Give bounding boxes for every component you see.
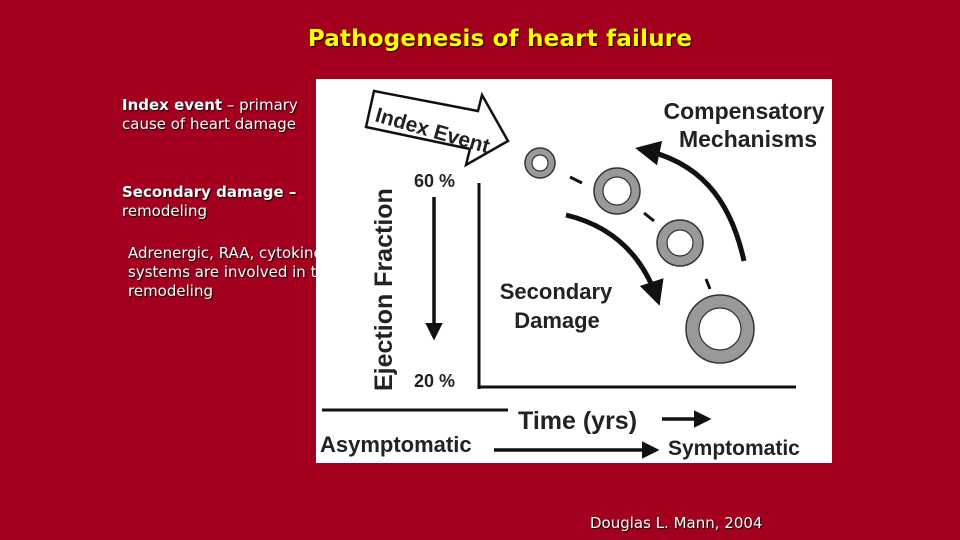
index-event-arrow: Index Event <box>364 89 510 168</box>
index-event-label: Index event <box>122 96 223 114</box>
secondary-damage-label: Secondary damage – <box>122 183 297 201</box>
compensatory-label-2: Mechanisms <box>679 126 817 152</box>
compensatory-arrow <box>635 140 747 262</box>
y-axis-label: Ejection Fraction <box>370 188 398 391</box>
asymptomatic-label: Asymptomatic <box>320 432 472 457</box>
slide-title: Pathogenesis of heart failure <box>307 26 693 52</box>
secondary-damage-text: remodeling <box>122 202 207 220</box>
secondary-damage-arrow <box>565 212 664 306</box>
ef-bottom-label: 20 % <box>414 371 455 391</box>
connector-dash-3 <box>704 278 712 290</box>
secondary-damage-label-2: Damage <box>514 308 600 333</box>
ef-top-label: 60 % <box>414 171 455 191</box>
secondary-damage-note: Secondary damage – remodeling <box>122 183 322 221</box>
ventricle-ring-3 <box>656 219 704 267</box>
index-event-text: – primary cause of heart damage <box>122 96 298 133</box>
credit-text: Douglas L. Mann, 2004 <box>590 514 763 532</box>
ventricle-ring-2 <box>593 167 641 215</box>
connector-dash-1 <box>569 175 583 185</box>
remodeling-systems-note: Adrenergic, RAA, cytokine systems are in… <box>128 244 336 300</box>
heart-failure-diagram: Index Event Compensatory Mechanisms Ejec… <box>316 79 832 463</box>
secondary-damage-label-1: Secondary <box>500 279 613 304</box>
symptomatic-label: Symptomatic <box>668 437 800 460</box>
connector-dash-2 <box>643 211 655 223</box>
compensatory-label-1: Compensatory <box>663 98 824 124</box>
index-event-note: Index event – primary cause of heart dam… <box>122 96 322 134</box>
diagram-svg: Index Event Compensatory Mechanisms Ejec… <box>320 89 825 460</box>
time-label: Time (yrs) <box>518 407 637 435</box>
ventricle-ring-4 <box>685 294 755 364</box>
ventricle-ring-1 <box>524 147 556 179</box>
